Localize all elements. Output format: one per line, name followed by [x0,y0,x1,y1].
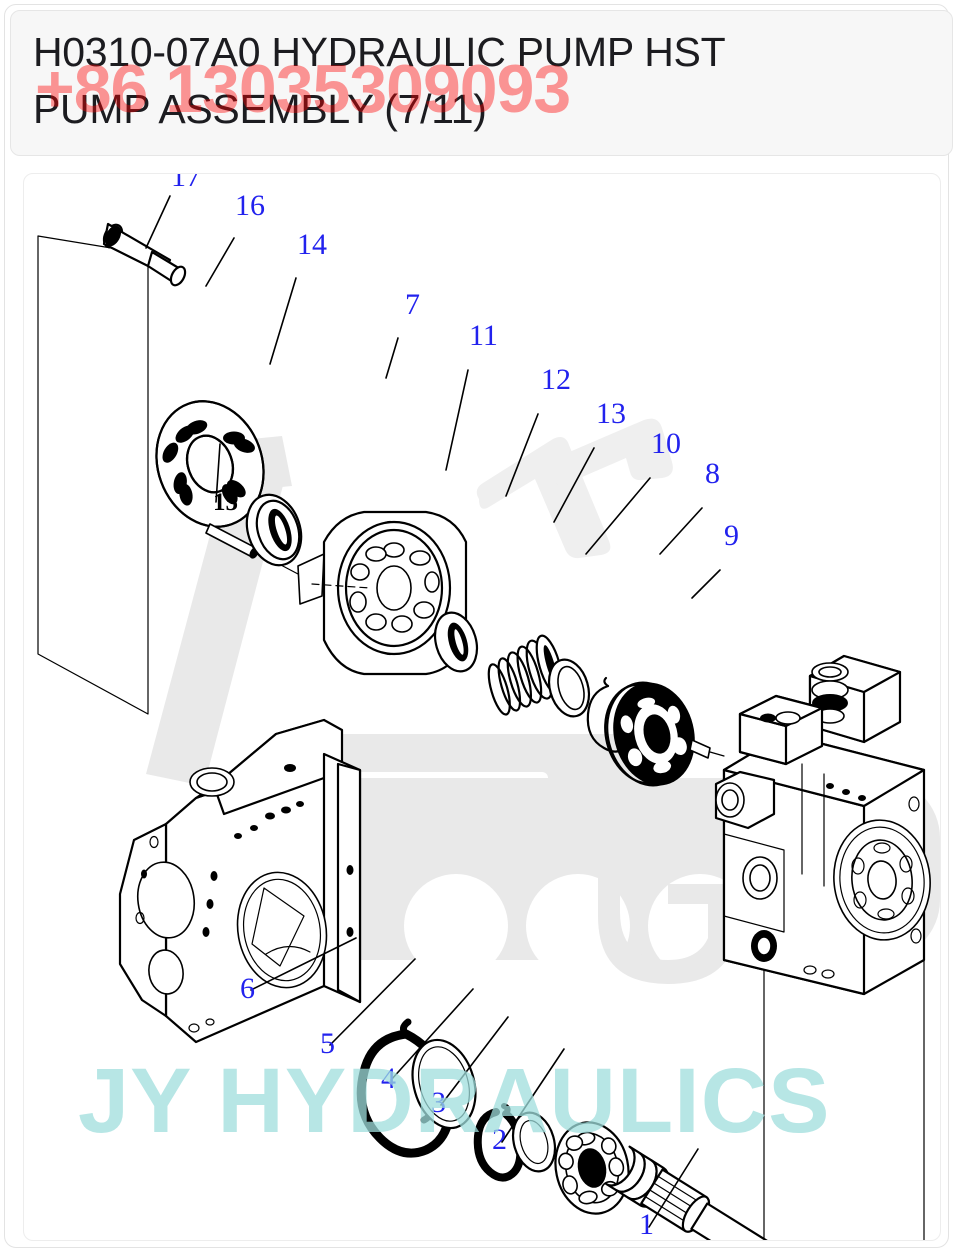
callout-15: 15 [213,489,238,516]
callout-7: 7 [405,288,420,321]
callout-10: 10 [651,427,681,460]
part-11-washer [433,611,479,673]
header-panel: H0310-07A0 HYDRAULIC PUMP HST PUMP ASSEM… [10,10,953,156]
part-1-drive-shaft [605,1145,775,1240]
part-17-pin [102,222,187,287]
callout-16: 16 [235,189,265,222]
exploded-diagram: .ln{fill:none;stroke:#000;stroke-width:2… [37,174,940,1241]
callout-14: 14 [297,228,327,261]
part-16-retainer-plate [155,400,265,528]
callout-11: 11 [469,319,498,352]
callout-numbers: 17 16 14 7 11 12 13 10 8 9 15 6 5 4 3 2 … [171,174,739,1241]
page-card: H0310-07A0 HYDRAULIC PUMP HST PUMP ASSEM… [4,4,953,1248]
callout-6: 6 [240,972,255,1005]
part-10-snap-ring [586,676,624,753]
part-13-spacer-washer [547,658,591,718]
part-9-locating-pin [689,739,725,759]
callout-3: 3 [431,1086,446,1119]
callout-12: 12 [541,363,571,396]
callout-8: 8 [705,457,720,490]
part-4-shim-ring [411,1038,477,1130]
callout-9: 9 [724,519,739,552]
callout-4: 4 [381,1062,396,1095]
callout-2: 2 [492,1123,507,1156]
part-2-ball-bearing [511,1111,630,1215]
callout-1: 1 [639,1208,654,1241]
part-7-cylinder-block [297,510,468,676]
parts-diagram-panel: .ln{fill:none;stroke:#000;stroke-width:2… [23,173,941,1241]
part-right-valve-housing [714,654,931,996]
part-8-valve-plate [604,681,695,787]
callout-5: 5 [320,1027,335,1060]
callout-17: 17 [171,174,201,193]
callout-13: 13 [596,397,626,430]
page-title: H0310-07A0 HYDRAULIC PUMP HST PUMP ASSEM… [33,29,726,132]
part-14-bushing [245,493,303,567]
leader-lines [145,195,721,1228]
